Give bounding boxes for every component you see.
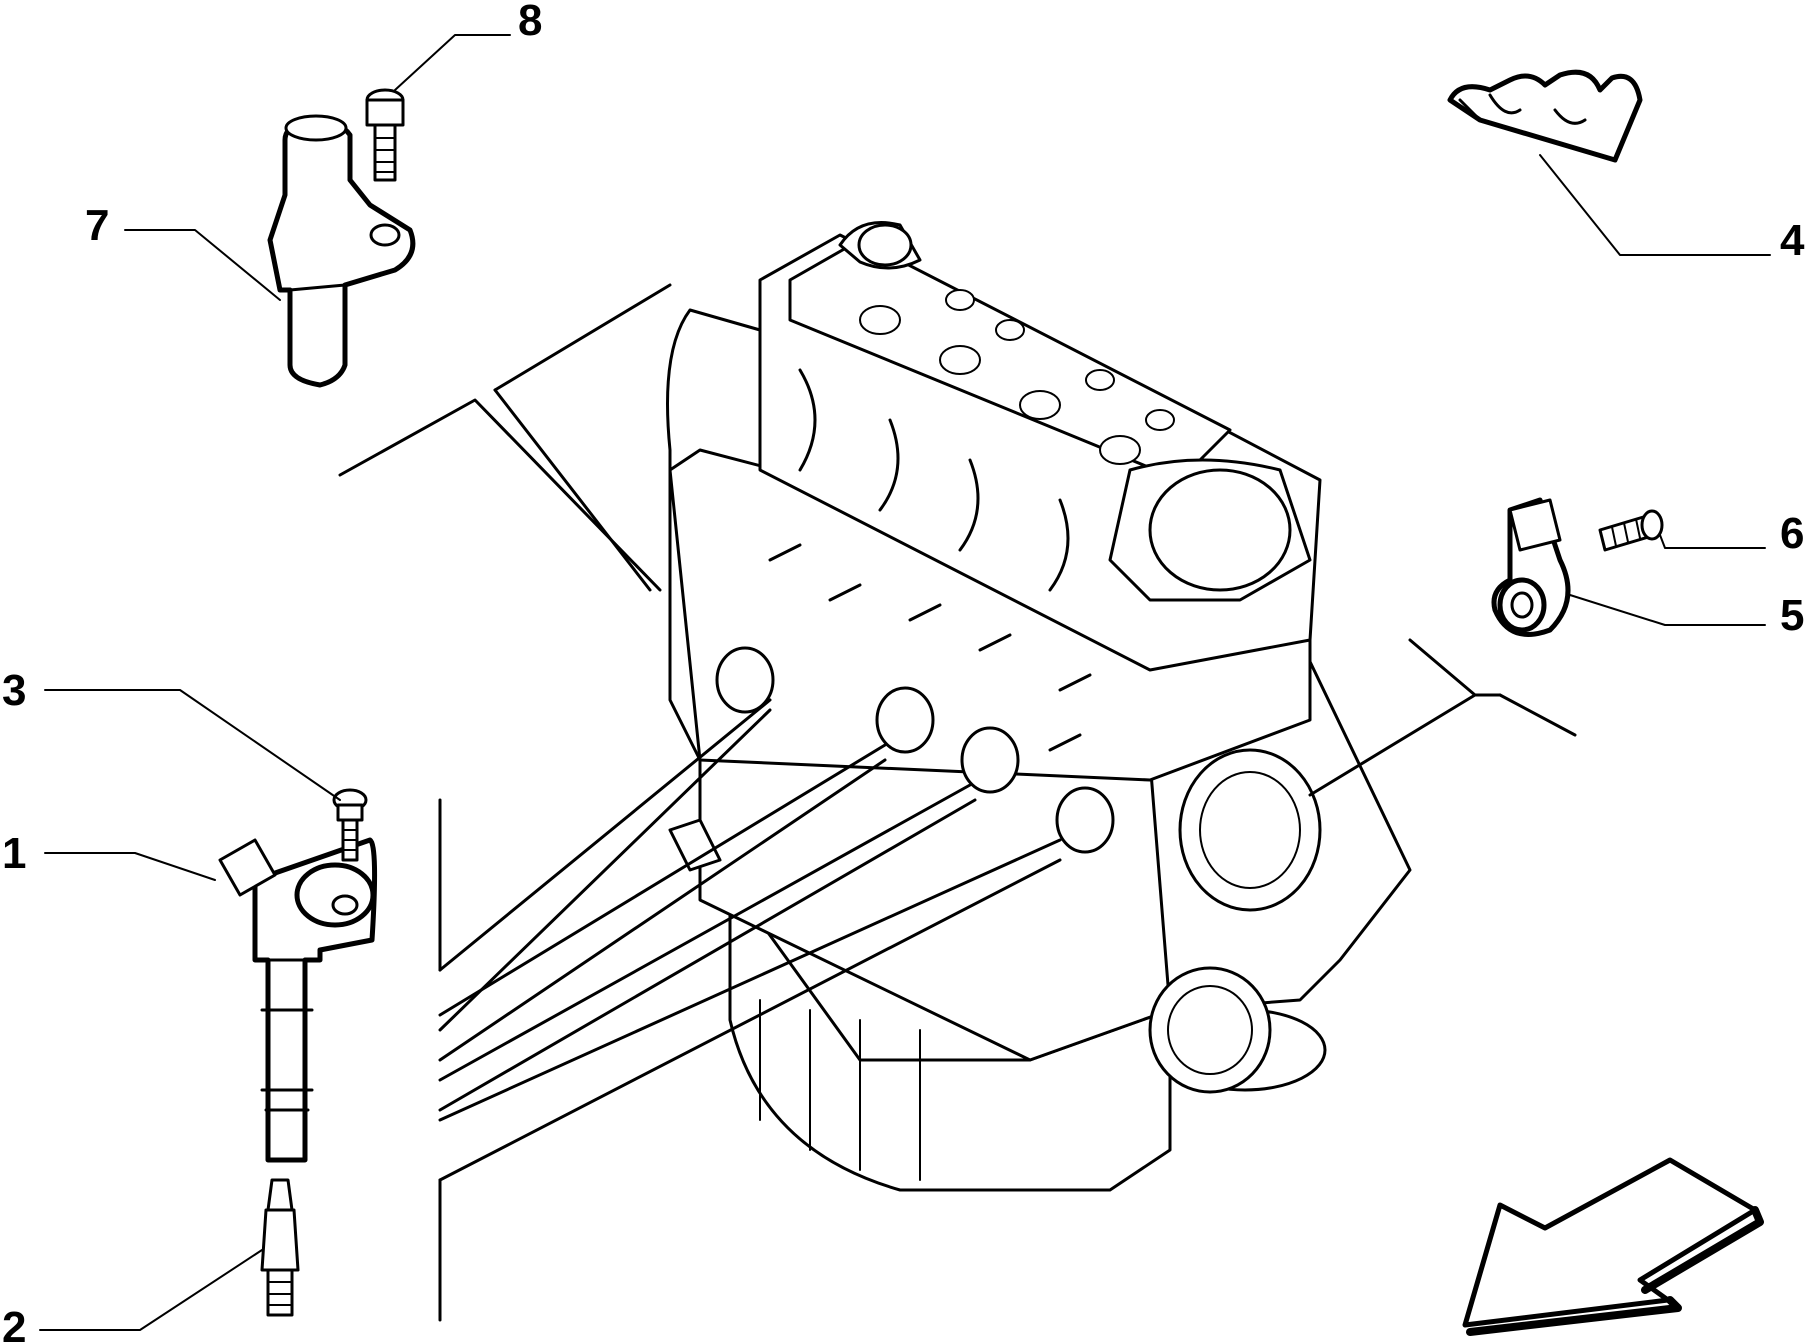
callout-7: 7 [85, 201, 109, 250]
callout-4: 4 [1780, 216, 1805, 265]
leader-1 [44, 852, 216, 881]
callout-3: 3 [2, 666, 26, 715]
intake-ports [715, 646, 1115, 854]
leader-6 [1659, 534, 1766, 549]
leader-8 [394, 34, 511, 91]
callout-6: 6 [1780, 509, 1804, 558]
leader-5 [1569, 594, 1766, 626]
ignition-coil [218, 837, 378, 1163]
phase-sensor [267, 114, 416, 388]
coil-bolt [332, 788, 368, 862]
leader-4 [1539, 154, 1771, 256]
sensor-bolt [365, 88, 405, 182]
plug-wells [859, 289, 1175, 465]
leader-7 [124, 229, 281, 301]
manifold-studs [768, 543, 1092, 752]
callout-2: 2 [2, 1303, 26, 1344]
leader-3 [44, 689, 341, 801]
knock-sensor [1491, 497, 1571, 637]
callout-5: 5 [1780, 591, 1804, 640]
callout-1: 1 [2, 829, 26, 878]
leader-lines [39, 34, 1771, 1331]
direction-arrow [1462, 1157, 1764, 1336]
hose-clip [1447, 69, 1643, 163]
sensor-screw [1598, 509, 1664, 552]
spark-plug [260, 1178, 300, 1317]
assembly-brackets [338, 283, 1577, 1322]
engine-block [666, 221, 1412, 1192]
leader-2 [39, 1249, 263, 1331]
callout-8: 8 [518, 0, 542, 45]
